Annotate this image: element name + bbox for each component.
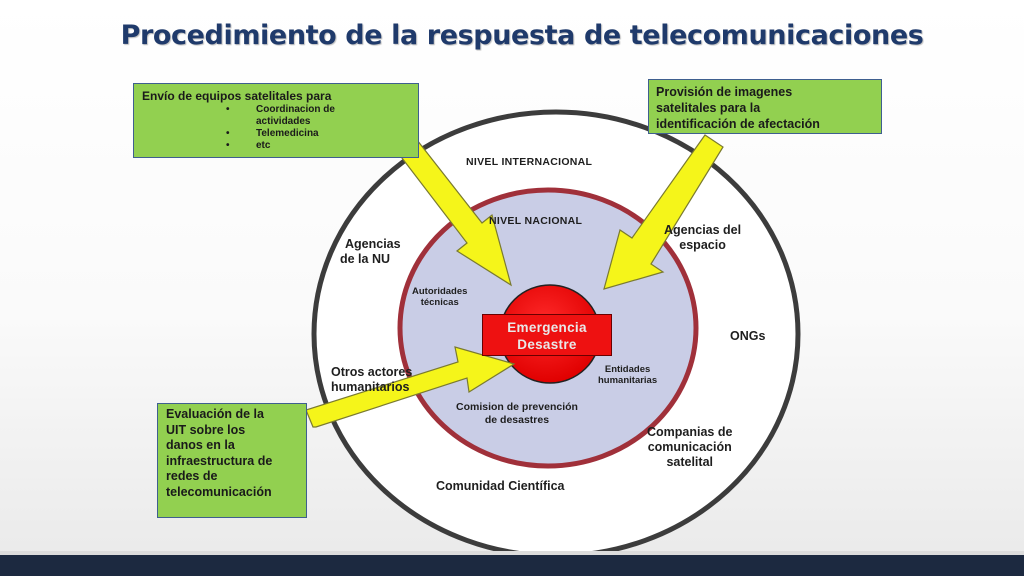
footer-bar <box>0 555 1024 576</box>
callout-evaluacion-uit: Evaluación de la UIT sobre los danos en … <box>157 403 307 518</box>
arrow-evaluacion <box>305 346 516 428</box>
page-title: Procedimiento de la respuesta de telecom… <box>120 20 924 51</box>
label-comision-prevencion: Comision de prevención de desastres <box>456 401 578 426</box>
label-agencias-espacio: Agencias del espacio <box>664 223 742 252</box>
list-item: etc <box>142 140 366 152</box>
national-level-title: NIVEL NACIONAL <box>489 215 583 227</box>
emergency-disaster-label: Emergencia Desastre <box>482 314 612 356</box>
label-ongs: ONGs <box>730 329 766 343</box>
callout-envio-equipos-list: Coordinacion de actividades Telemedicina… <box>142 104 410 152</box>
list-item: Telemedicina <box>142 128 366 140</box>
footer-divider <box>0 551 1024 555</box>
international-level-title: NIVEL INTERNACIONAL <box>466 156 593 168</box>
label-entidades-humanitarias: Entidades humanitarias <box>598 364 658 387</box>
label-agencias-nu: Agencias de la NU <box>340 237 401 266</box>
label-autoridades-tecnicas: Autoridades técnicas <box>412 286 468 309</box>
label-companias-satelital: Companias de comunicación satelital <box>647 425 733 469</box>
arrow-equipos <box>398 139 512 287</box>
label-otros-actores: Otros actores humanitarios <box>331 365 413 394</box>
callout-line: telecomunicación <box>166 484 272 499</box>
callout-line: infraestructura de <box>166 453 273 468</box>
callout-line: Evaluación de la <box>166 407 264 421</box>
callout-line: redes de <box>166 469 218 484</box>
list-item: Coordinacion de actividades <box>142 104 366 128</box>
label-comunidad-cientifica: Comunidad Científica <box>436 479 565 493</box>
callout-envio-equipos-heading: Envío de equipos satelitales para <box>142 89 332 103</box>
callout-envio-equipos: Envío de equipos satelitales para Coordi… <box>133 83 419 158</box>
callout-line: Provisión de imagenes <box>656 85 793 99</box>
arrow-imagenes <box>603 134 724 290</box>
callout-line: UIT sobre los <box>166 422 246 437</box>
callout-line: identificación de afectación <box>656 117 820 131</box>
callout-line: danos en la <box>166 438 235 453</box>
callout-line: satelitales para la <box>656 101 761 115</box>
callout-provision-imagenes: Provisión de imagenes satelitales para l… <box>648 79 882 134</box>
